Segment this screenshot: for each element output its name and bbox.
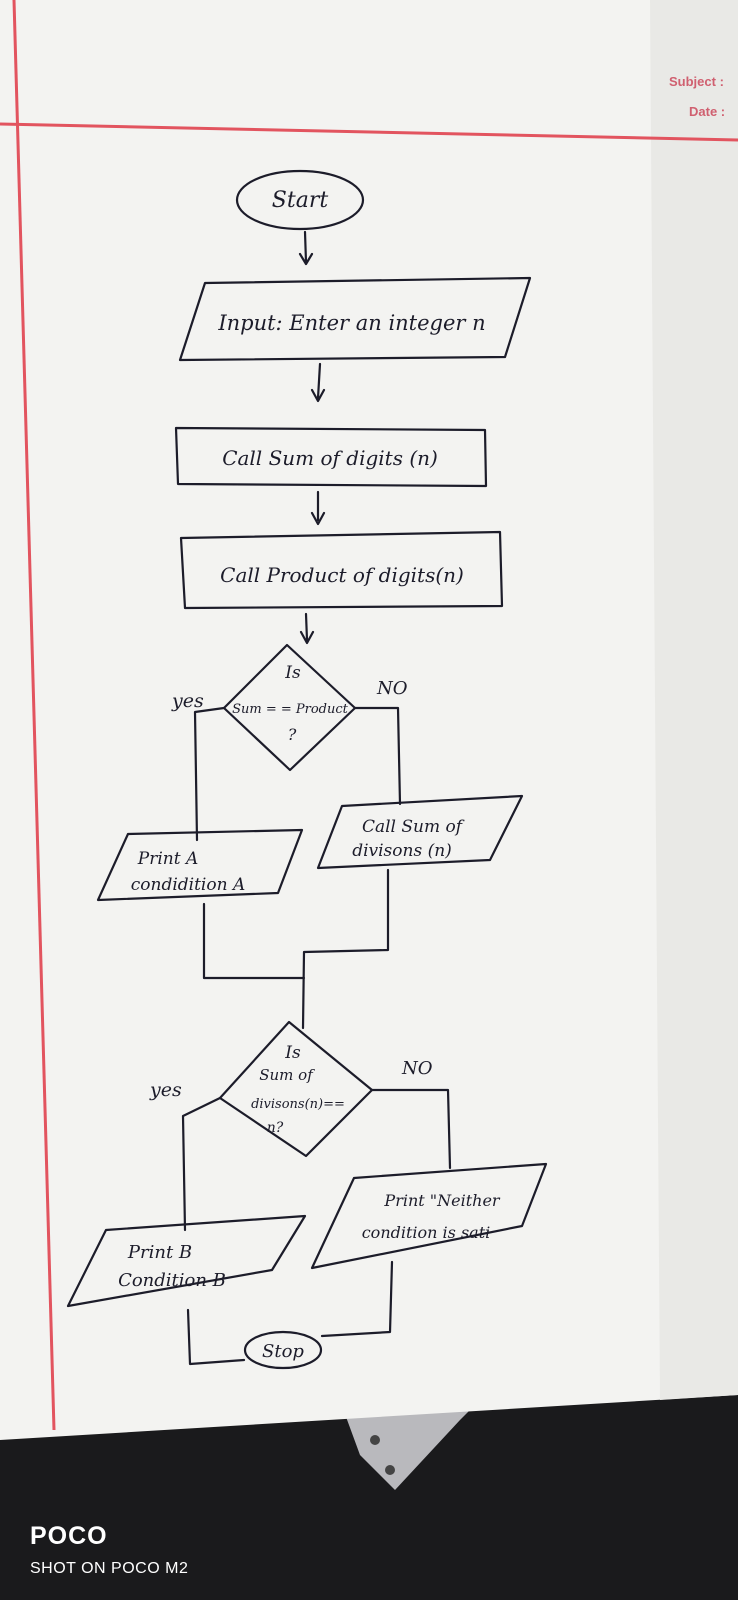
yes-connector-1 bbox=[193, 706, 226, 842]
input-text: Input: Enter an integer n bbox=[217, 311, 485, 335]
input-box: Input: Enter an integer n bbox=[178, 276, 532, 362]
top-margin-line bbox=[0, 122, 738, 142]
no-label-1: NO bbox=[376, 678, 408, 699]
print-a-box: Print A condidition A bbox=[96, 828, 304, 902]
print-b-line2: Condition B bbox=[118, 1270, 226, 1291]
call-divisors-line1: Call Sum of bbox=[362, 817, 465, 837]
stop-terminal: Stop bbox=[243, 1330, 323, 1370]
arrow-sum-product bbox=[310, 490, 326, 526]
print-b-box: Print B Condition B bbox=[66, 1214, 307, 1308]
subject-label: Subject : bbox=[669, 74, 724, 89]
yes-connector-2 bbox=[181, 1096, 222, 1232]
decision-2-line2: Sum of bbox=[259, 1066, 315, 1084]
decision-1-line3: ? bbox=[288, 725, 297, 744]
call-divisors-line2: divisons (n) bbox=[352, 841, 452, 861]
print-neither-line2: condition is sati bbox=[362, 1223, 491, 1242]
decision-1-line1: Is bbox=[284, 663, 301, 683]
decision-2-line1: Is bbox=[284, 1043, 301, 1063]
print-a-line1: Print A bbox=[137, 849, 198, 869]
decision-1-line2: Sum = = Product bbox=[232, 702, 349, 717]
call-sum-text: Call Sum of digits (n) bbox=[222, 446, 438, 470]
no-connector-1 bbox=[353, 706, 402, 806]
call-product-box: Call Product of digits(n) bbox=[179, 530, 504, 610]
no-connector-2 bbox=[370, 1088, 452, 1170]
no-label-2: NO bbox=[401, 1058, 433, 1079]
call-product-text: Call Product of digits(n) bbox=[220, 563, 464, 587]
paper-shadow bbox=[650, 0, 738, 1400]
merge-connector-2 bbox=[186, 1260, 394, 1366]
yes-label-1: yes bbox=[171, 690, 204, 712]
print-b-line1: Print B bbox=[127, 1242, 192, 1263]
arrow-product-decision bbox=[299, 612, 315, 645]
yes-label-2: yes bbox=[149, 1079, 182, 1101]
decision-2: Is Sum of divisons(n)== n? bbox=[218, 1020, 374, 1158]
call-divisors-box: Call Sum of divisons (n) bbox=[316, 794, 524, 870]
decision-2-line4: n? bbox=[267, 1120, 284, 1136]
merge-connector-1 bbox=[202, 868, 390, 1030]
left-margin-line bbox=[12, 0, 56, 1431]
date-label: Date : bbox=[689, 104, 725, 119]
call-sum-box: Call Sum of digits (n) bbox=[174, 426, 488, 488]
watermark-shot: SHOT ON POCO M2 bbox=[30, 1560, 189, 1577]
decision-2-line3: divisons(n)== bbox=[251, 1097, 345, 1112]
print-a-line2: condidition A bbox=[131, 875, 245, 895]
watermark-brand: POCO bbox=[30, 1522, 108, 1550]
arrow-start-input bbox=[298, 230, 314, 266]
start-terminal: Start bbox=[235, 169, 365, 231]
print-neither-line1: Print "Neither bbox=[383, 1191, 501, 1210]
print-neither-box: Print "Neither condition is sati bbox=[310, 1162, 548, 1270]
decision-1: Is Sum = = Product ? bbox=[222, 643, 357, 772]
stop-text: Stop bbox=[262, 1341, 304, 1362]
arrow-input-sum bbox=[310, 362, 326, 403]
start-text: Start bbox=[272, 188, 329, 213]
